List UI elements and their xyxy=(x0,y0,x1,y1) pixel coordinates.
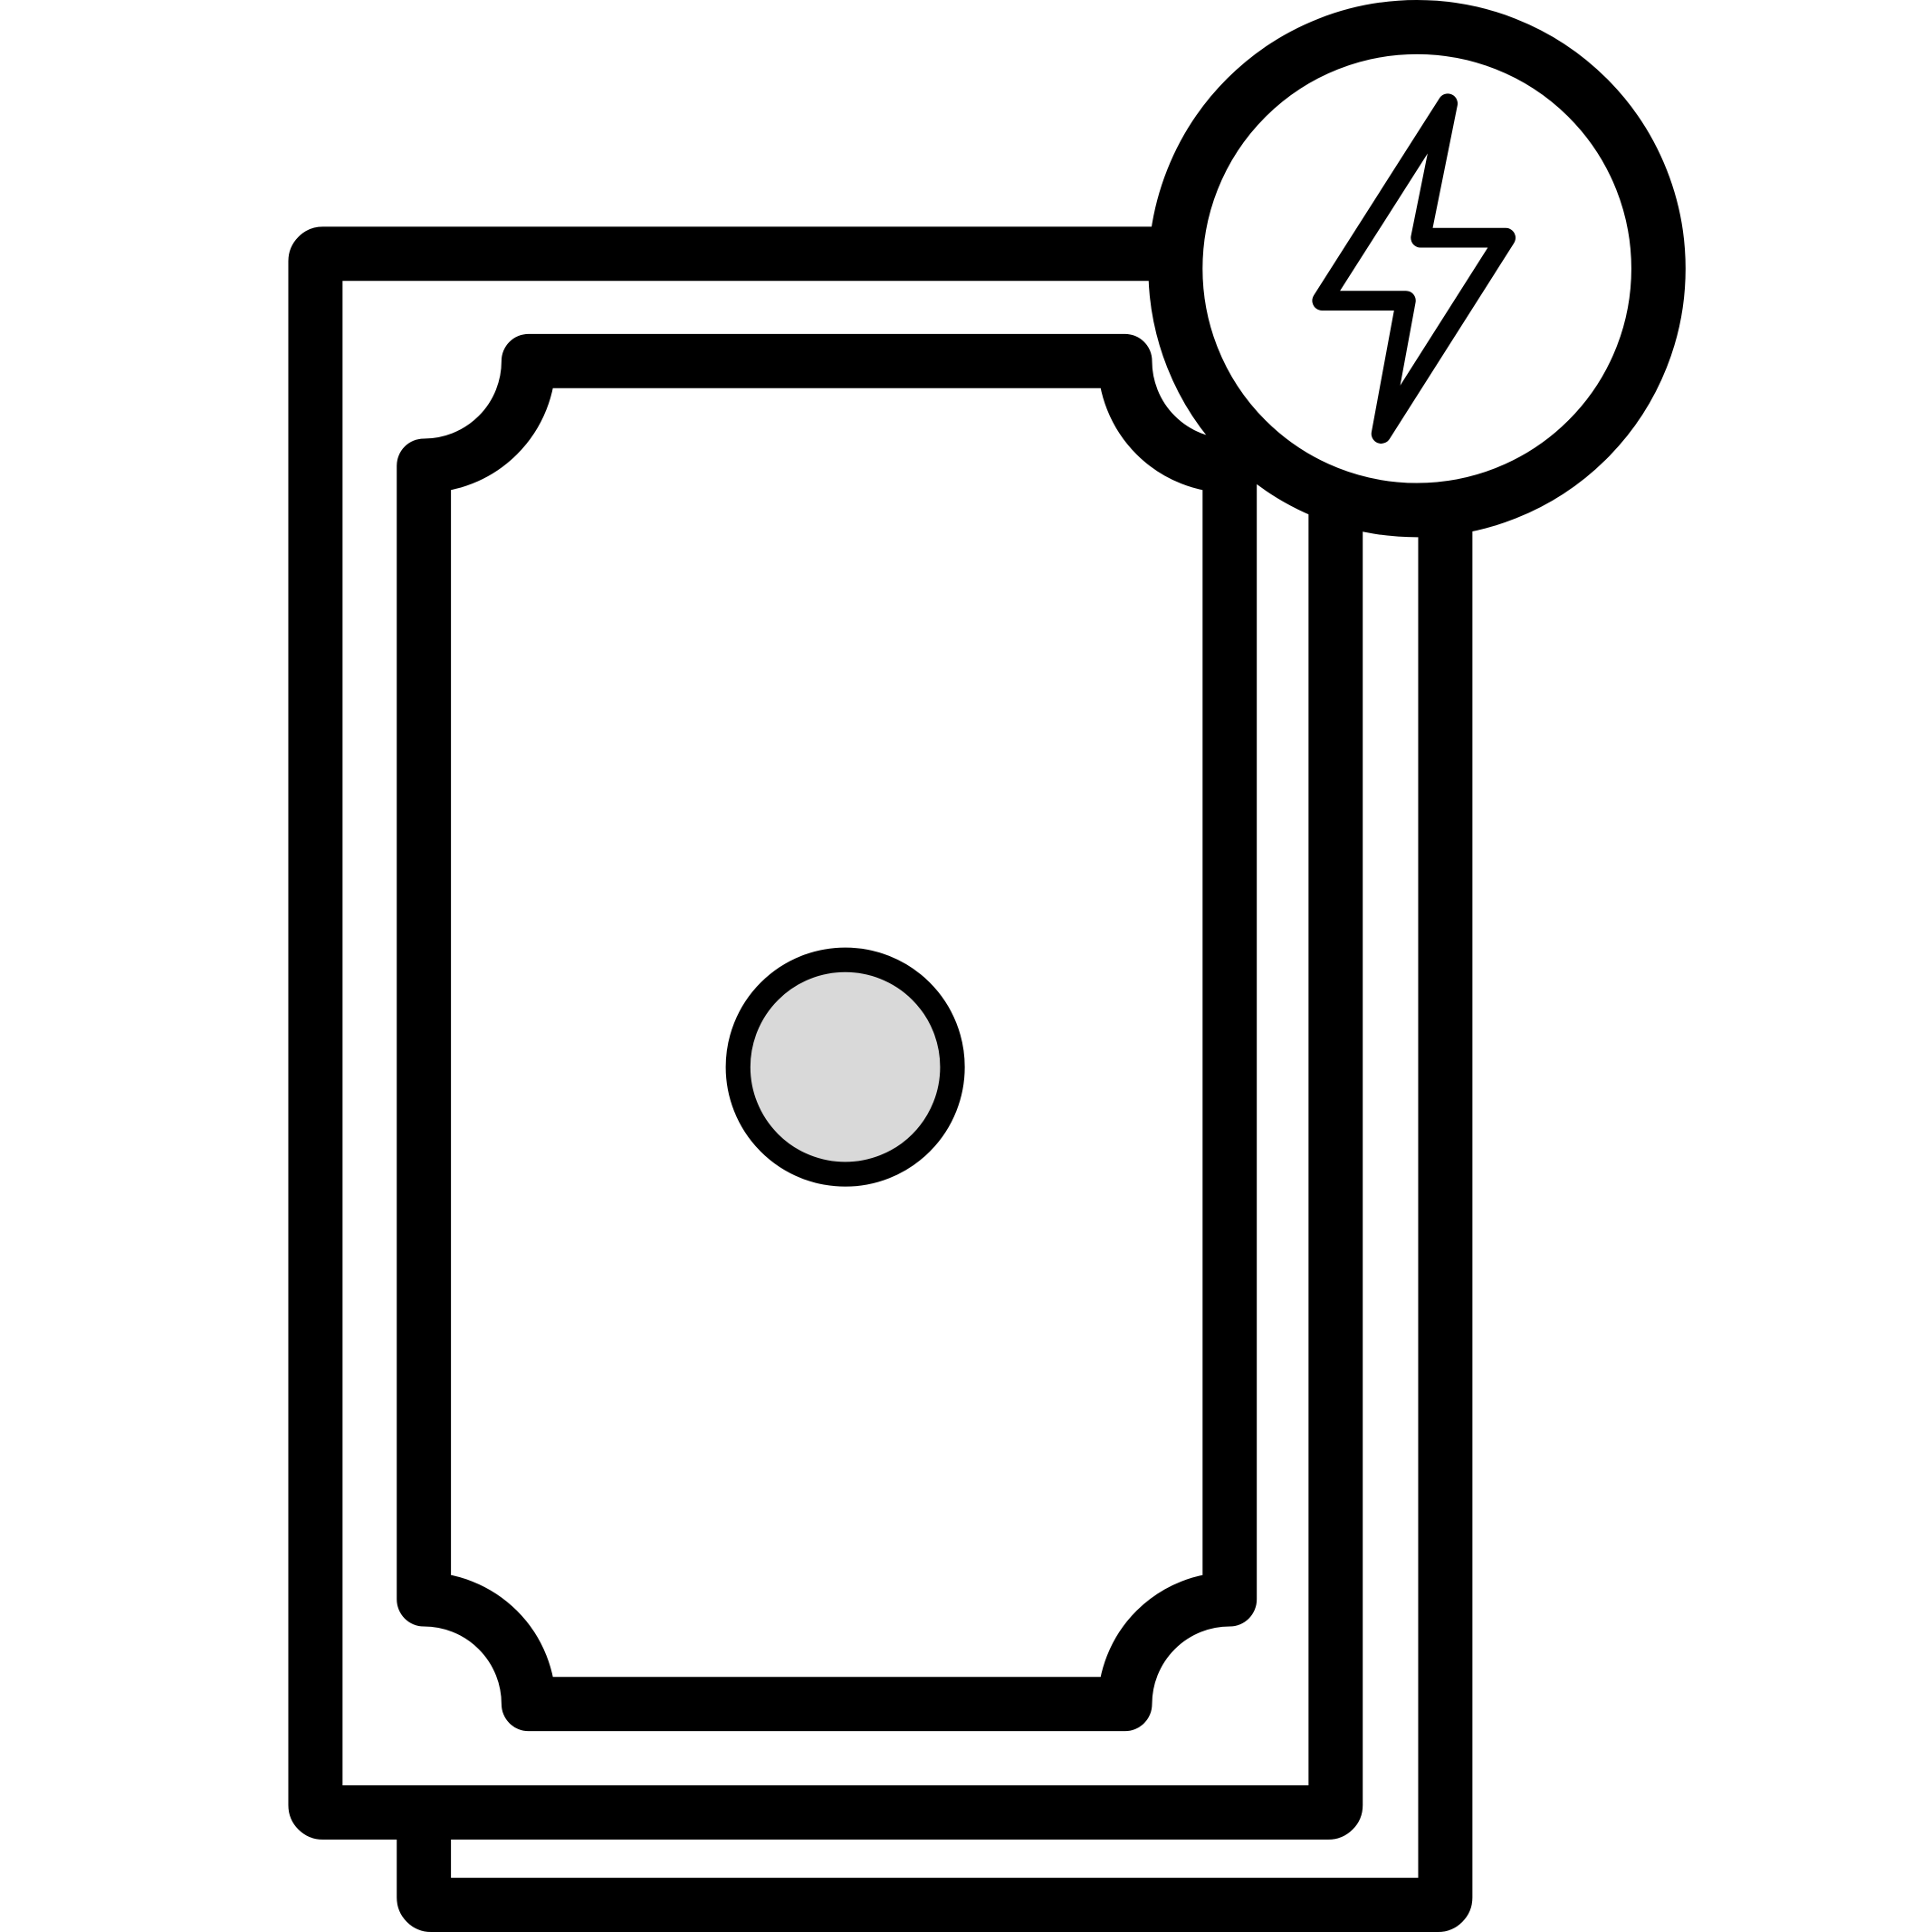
card-center-dot-icon xyxy=(725,947,965,1187)
lightning-bolt-icon xyxy=(1312,93,1516,444)
lightning-badge-icon xyxy=(1148,0,1686,538)
